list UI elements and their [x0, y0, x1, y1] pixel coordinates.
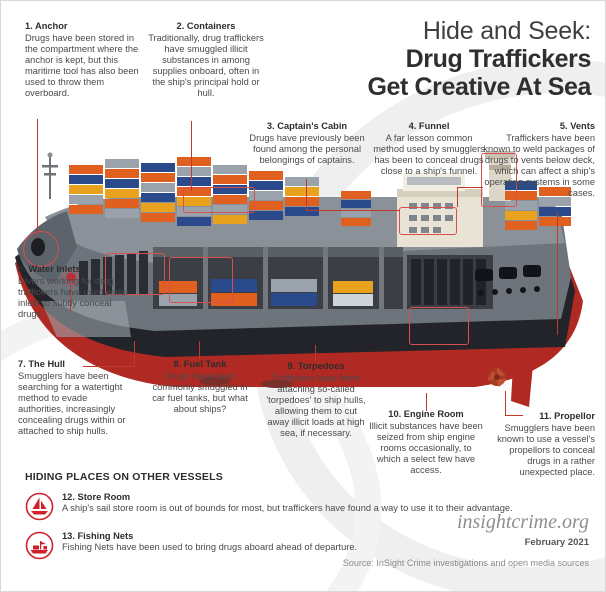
- callout-containers-body: Traditionally, drug traffickers have smu…: [148, 32, 264, 98]
- callout-funnel: 4. Funnel A far lesson common method use…: [371, 121, 487, 177]
- publication-date: February 2021: [524, 537, 589, 548]
- callout-hull: 7. The Hull Smugglers have been searchin…: [18, 359, 134, 437]
- callout-funnel-head: 4. Funnel: [408, 121, 450, 131]
- callout-torpedoes-body: Traffickers have been attaching so-calle…: [266, 372, 366, 438]
- callout-water-inlets-head: 6. Water Inlets: [18, 264, 81, 274]
- highlight-captains-cabin: [399, 207, 457, 235]
- callout-vents-body: Traffickers have been known to weld pack…: [483, 132, 595, 198]
- callout-containers: 2. Containers Traditionally, drug traffi…: [147, 21, 265, 99]
- callout-water-inlets-body: Divers working for drug traffickers have…: [18, 275, 129, 319]
- fishing-boat-icon: [25, 531, 54, 560]
- leader-line-10: [426, 393, 428, 411]
- callout-anchor: 1. Anchor Drugs have been stored in the …: [25, 21, 143, 99]
- title-line-2: Drug Traffickers: [405, 45, 592, 73]
- fishing-nets-body: Fishing Nets have been used to bring dru…: [62, 542, 358, 552]
- other-vessel-item-fishing-nets: 13. Fishing Nets Fishing Nets have been …: [25, 530, 513, 560]
- leader-line-5: [557, 213, 559, 335]
- leader-line-3: [306, 179, 308, 211]
- callout-propellor-body: Smugglers have been known to use a vesse…: [497, 422, 595, 477]
- highlight-engine-room: [409, 307, 469, 345]
- callout-vents: 5. Vents Traffickers have been known to …: [477, 121, 595, 199]
- leader-line-8: [199, 341, 201, 359]
- highlight-hull: [105, 253, 165, 295]
- callout-hull-head: 7. The Hull: [18, 359, 66, 369]
- brand-wordmark: insightcrime.org: [456, 511, 589, 533]
- callout-water-inlets: 6. Water Inlets Divers working for drug …: [18, 264, 132, 320]
- highlight-anchor: [23, 231, 59, 267]
- leader-line-2: [191, 121, 193, 191]
- store-room-head: 12. Store Room: [62, 492, 131, 502]
- leader-line-1: [37, 119, 39, 237]
- leader-line-3b: [306, 210, 400, 212]
- callout-torpedoes: 9. Torpedoes Traffickers have been attac…: [263, 361, 369, 439]
- leader-line-9: [315, 345, 317, 361]
- fishing-nets-head: 13. Fishing Nets: [62, 531, 134, 541]
- page-title: Hide and Seek: Drug Traffickers Get Crea…: [367, 17, 591, 101]
- callout-engine-room-head: 10. Engine Room: [388, 409, 464, 419]
- other-vessel-item-store-room: 12. Store Room A ship's sail store room …: [25, 491, 513, 521]
- title-line-3: Get Creative At Sea: [367, 73, 591, 101]
- highlight-fuel-tank: [169, 257, 233, 303]
- callout-torpedoes-head: 9. Torpedoes: [287, 361, 345, 371]
- leader-line-4: [457, 187, 459, 207]
- highlight-funnel: [481, 153, 517, 207]
- callout-containers-head: 2. Containers: [176, 21, 236, 31]
- leader-line-7: [83, 366, 135, 368]
- leader-line-11b: [505, 391, 507, 416]
- callout-captains-cabin: 3. Captain's Cabin Drugs have previously…: [249, 121, 365, 166]
- store-room-body: A ship's sail store room is out of bound…: [62, 503, 513, 513]
- callout-anchor-body: Drugs have been stored in the compartmen…: [25, 32, 139, 98]
- callout-propellor: 11. Propellor Smugglers have been known …: [487, 411, 595, 478]
- other-vessels-section: HIDING PLACES ON OTHER VESSELS 12. Store…: [25, 471, 513, 569]
- callout-propellor-head: 11. Propellor: [539, 411, 595, 421]
- other-vessels-title: HIDING PLACES ON OTHER VESSELS: [25, 471, 223, 483]
- leader-line-6: [70, 283, 72, 311]
- other-vessel-text-store-room: 12. Store Room A ship's sail store room …: [62, 491, 513, 514]
- highlight-containers: [183, 187, 255, 213]
- callout-hull-body: Smugglers have been searching for a wate…: [18, 370, 126, 436]
- source-credit: Source: InSight Crime investigations and…: [342, 558, 589, 568]
- callout-vents-head: 5. Vents: [559, 121, 595, 131]
- callout-captains-cabin-body: Drugs have previously been found among t…: [249, 132, 365, 165]
- leader-line-4b: [457, 187, 483, 189]
- sailboat-icon: [25, 492, 54, 521]
- callout-engine-room: 10. Engine Room Illicit substances have …: [369, 409, 483, 476]
- callout-captains-cabin-head: 3. Captain's Cabin: [266, 121, 348, 131]
- callout-funnel-body: A far lesson common method used by smugg…: [373, 132, 485, 176]
- callout-fuel-tank-head: 8. Fuel Tank: [173, 359, 227, 369]
- callout-fuel-tank: 8. Fuel Tank Drugs have been commonly sm…: [145, 359, 255, 415]
- callout-engine-room-body: Illicit substances have been seized from…: [369, 420, 483, 475]
- callout-anchor-head: 1. Anchor: [25, 21, 68, 31]
- leader-line-7b: [134, 341, 136, 367]
- other-vessel-text-fishing-nets: 13. Fishing Nets Fishing Nets have been …: [62, 530, 357, 553]
- leader-line-11: [505, 415, 523, 417]
- title-line-1: Hide and Seek:: [422, 17, 591, 45]
- callout-fuel-tank-body: Drugs have been commonly smuggled in car…: [152, 370, 248, 414]
